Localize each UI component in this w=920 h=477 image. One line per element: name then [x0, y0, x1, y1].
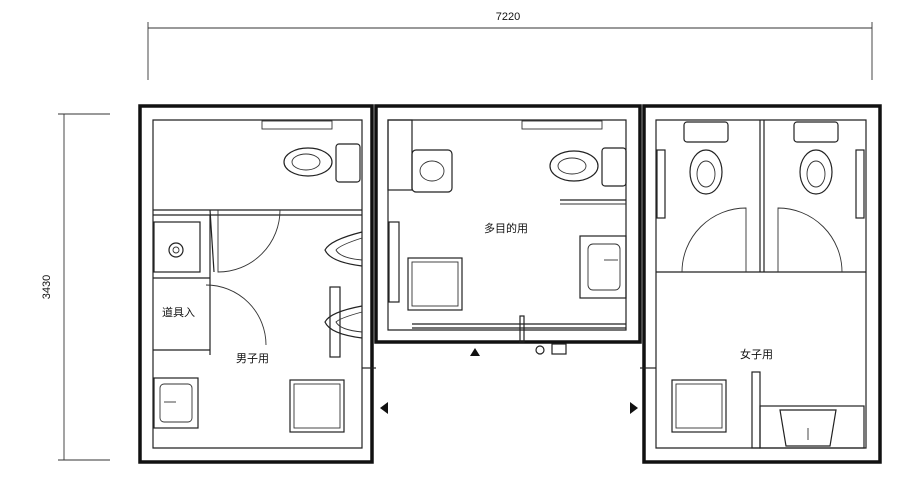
storage-sink: [153, 221, 201, 273]
walls: [138, 104, 882, 464]
womens-room: 女子用: [656, 120, 866, 449]
entrance-arrow-right-icon: [630, 402, 638, 414]
multipurpose-toilet: [549, 147, 627, 187]
womens-sink: [759, 405, 865, 449]
height-dimension-label: 3430: [41, 275, 53, 299]
womens-changing-board: [671, 379, 727, 433]
width-dimension-label: 7220: [496, 11, 520, 23]
multipurpose-sink: [579, 235, 627, 299]
mens-sink: [153, 377, 199, 429]
width-dimension: 7220: [147, 11, 873, 80]
mens-room: 道具入 男子用: [153, 120, 363, 433]
storage-label: 道具入: [162, 305, 195, 319]
womens-room-label: 女子用: [740, 347, 773, 361]
mens-room-label: 男子用: [236, 352, 269, 365]
mens-toilet: [283, 143, 361, 183]
womens-toilet-left: [683, 121, 729, 195]
multipurpose-room: 多目的用: [387, 119, 627, 356]
urinals: [324, 231, 363, 358]
multipurpose-changing-board: [407, 257, 463, 311]
womens-toilet-right: [793, 121, 839, 195]
height-dimension: 3430: [41, 113, 110, 461]
multipurpose-baby-seat: [411, 149, 453, 193]
multipurpose-room-label: 多目的用: [484, 221, 528, 235]
mens-changing-board: [289, 379, 345, 433]
entrance-arrow-up-icon: [470, 348, 480, 356]
entrance-arrow-left-icon: [380, 402, 388, 414]
